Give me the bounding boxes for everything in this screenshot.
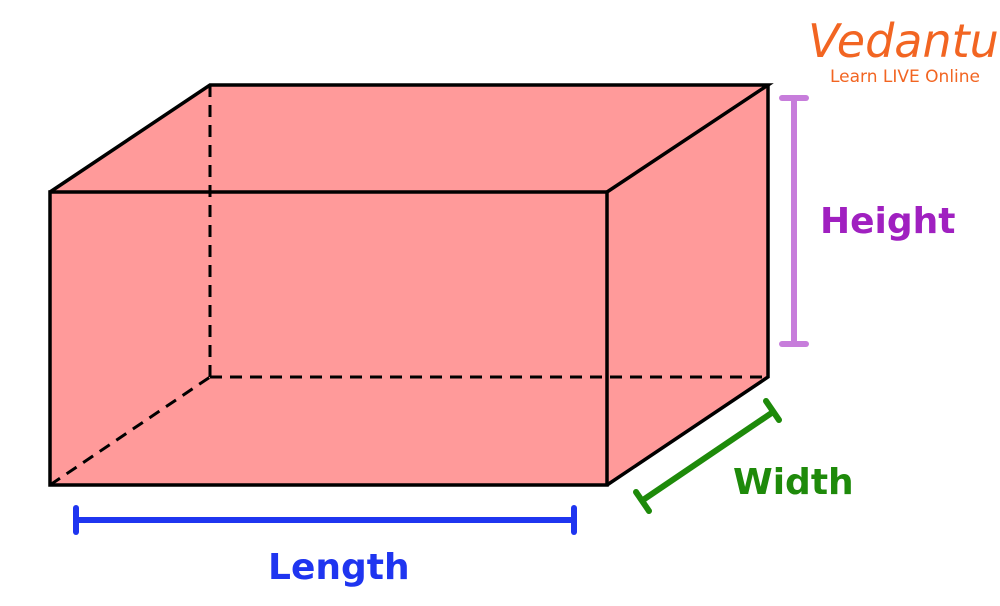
width-dimension-bar [633, 398, 782, 514]
top-face [50, 85, 768, 192]
logo-tagline: Learn LIVE Online [830, 67, 980, 87]
length-dimension-bar [73, 505, 577, 535]
visible-edges [48, 83, 774, 487]
height-dimension-bar [779, 95, 809, 347]
width-label: Width [733, 462, 854, 503]
front-face [50, 192, 607, 485]
logo-brand: Vedantu [808, 14, 999, 68]
hidden-edges [49, 85, 768, 487]
side-face [607, 85, 768, 485]
vedantu-logo: Vedantu Learn LIVE Online [808, 14, 999, 87]
length-label: Length [268, 547, 410, 588]
height-label: Height [820, 201, 956, 242]
